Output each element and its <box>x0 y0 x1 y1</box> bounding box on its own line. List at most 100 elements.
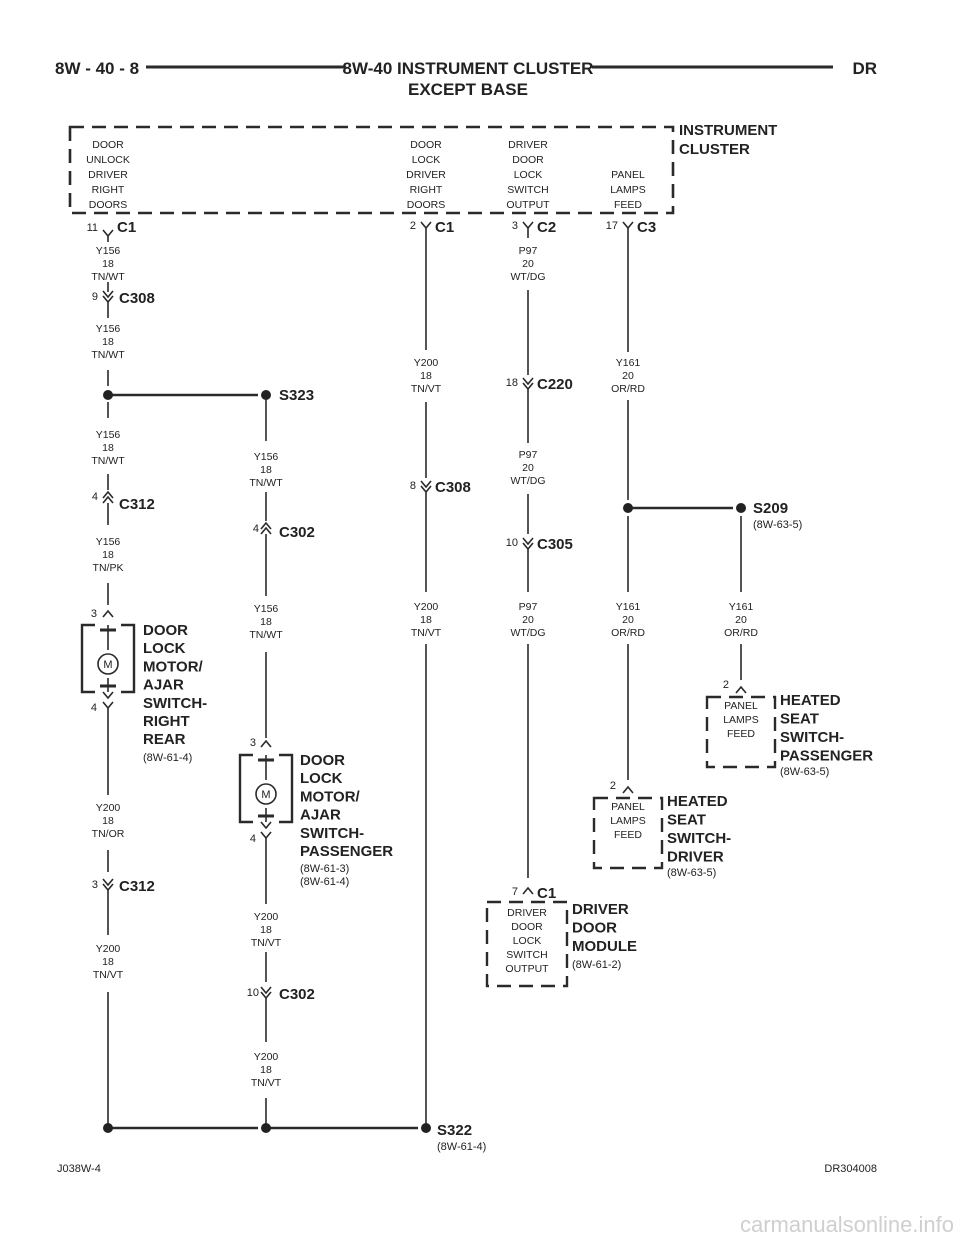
component-name: SEAT <box>780 711 819 728</box>
component-reference: (8W-61-4) <box>143 752 192 764</box>
component-pin-label: DRIVER <box>507 907 547 919</box>
component-name: LOCK <box>143 640 186 657</box>
cluster-pin-label: SWITCH <box>507 184 548 196</box>
wire-label: 18 <box>260 464 272 476</box>
connector-pin: 7 <box>512 886 518 898</box>
cluster-pin-label: DOORS <box>89 199 128 211</box>
component-name: MODULE <box>572 938 637 955</box>
wire-label: 20 <box>522 614 534 626</box>
wire-label: 18 <box>102 956 114 968</box>
cluster-pin-label: DOOR <box>92 139 124 151</box>
wire-label: WT/DG <box>511 475 546 487</box>
component-pin: 4 <box>91 702 97 714</box>
cluster-pin-label: DRIVER <box>508 139 548 151</box>
wire-label: TN/VT <box>251 1077 282 1089</box>
watermark: carmanualsonline.info <box>740 1212 954 1237</box>
wire-label: TN/WT <box>249 629 283 641</box>
figure-code: J038W-4 <box>57 1163 101 1175</box>
wire-label: TN/PK <box>93 562 124 574</box>
connector-name: C1 <box>537 885 556 902</box>
wire-label: 20 <box>735 614 747 626</box>
connector-name: C308 <box>435 479 471 496</box>
connector-name: C302 <box>279 524 315 541</box>
wire-label: Y156 <box>96 536 121 548</box>
component-name: MOTOR/ <box>300 788 361 805</box>
component-name: LOCK <box>300 770 343 787</box>
wire-label: TN/WT <box>91 455 125 467</box>
cluster-pin-label: UNLOCK <box>86 154 130 166</box>
wire-label: 18 <box>102 815 114 827</box>
cluster-pin-label: DRIVER <box>88 169 128 181</box>
component-name: REAR <box>143 731 186 748</box>
cluster-pin-label: DRIVER <box>406 169 446 181</box>
wire-label: OR/RD <box>611 627 645 639</box>
connector-name: C305 <box>537 536 573 553</box>
splice-points <box>103 390 746 1133</box>
wire-label: Y156 <box>96 245 121 257</box>
splice-reference: (8W-63-5) <box>753 519 802 531</box>
wire-label: 18 <box>260 924 272 936</box>
cluster-pin-label: FEED <box>614 199 642 211</box>
wire-label: TN/VT <box>411 627 442 639</box>
component-name: SWITCH- <box>780 729 844 746</box>
component-name: MOTOR/ <box>143 658 204 675</box>
component-name: AJAR <box>143 677 184 694</box>
component-name: PASSENGER <box>300 843 393 860</box>
wire-label: 18 <box>260 1064 272 1076</box>
component-pin: 3 <box>91 608 97 620</box>
component-name: DRIVER <box>572 901 629 918</box>
wire-label: Y200 <box>414 357 439 369</box>
component-reference: (8W-63-5) <box>780 766 829 778</box>
wire-label: 20 <box>622 370 634 382</box>
connector-pin: 3 <box>512 220 518 232</box>
wire-label: Y161 <box>616 601 641 613</box>
connector-pin: 8 <box>410 480 416 492</box>
cluster-pin-label: LOCK <box>412 154 441 166</box>
wire-label: 18 <box>102 549 114 561</box>
connector-pin: 4 <box>253 523 259 535</box>
component-pin-label: LOCK <box>513 935 542 947</box>
wire-label: Y156 <box>96 429 121 441</box>
cluster-pin-label: RIGHT <box>92 184 125 196</box>
wire-label: Y200 <box>96 943 121 955</box>
connector-pin: 17 <box>606 220 618 232</box>
cluster-pin-label: OUTPUT <box>506 199 550 211</box>
wire-label: TN/VT <box>93 969 124 981</box>
wire-label: 20 <box>522 258 534 270</box>
wire-label: 20 <box>622 614 634 626</box>
wire-label: Y200 <box>414 601 439 613</box>
connector-pin: 18 <box>506 377 518 389</box>
connector-name: C302 <box>279 986 315 1003</box>
wire-label: P97 <box>519 245 538 257</box>
component-pin: 2 <box>723 679 729 691</box>
wire-label: TN/VT <box>411 383 442 395</box>
wire-label: Y156 <box>254 603 279 615</box>
wire-label: Y156 <box>254 451 279 463</box>
wire-label: Y200 <box>254 1051 279 1063</box>
connector-pin: 2 <box>410 220 416 232</box>
wire-label: TN/WT <box>91 271 125 283</box>
wire-label: OR/RD <box>724 627 758 639</box>
wire-label: TN/OR <box>92 828 125 840</box>
component-name: HEATED <box>667 793 728 810</box>
connector-pin: 10 <box>247 987 259 999</box>
splice-name: S322 <box>437 1122 472 1139</box>
wire-label: 20 <box>522 462 534 474</box>
component-reference: (8W-61-3) <box>300 863 349 875</box>
cluster-pin-label: RIGHT <box>410 184 443 196</box>
connector-pin: 11 <box>87 222 98 234</box>
drawing-code: DR304008 <box>824 1163 877 1175</box>
component-pin-label: FEED <box>614 829 642 841</box>
splice-name: S323 <box>279 387 314 404</box>
component-name: DOOR <box>143 622 188 639</box>
wire-label: 18 <box>420 614 432 626</box>
wire-label: 18 <box>102 336 114 348</box>
component-pin-label: SWITCH <box>506 949 547 961</box>
wiring-lines <box>68 65 833 1130</box>
connector-name: C3 <box>637 219 656 236</box>
wire-label: WT/DG <box>511 627 546 639</box>
wire-label: 18 <box>260 616 272 628</box>
instrument-cluster-label: CLUSTER <box>679 141 750 158</box>
connector-name: C1 <box>117 219 136 236</box>
